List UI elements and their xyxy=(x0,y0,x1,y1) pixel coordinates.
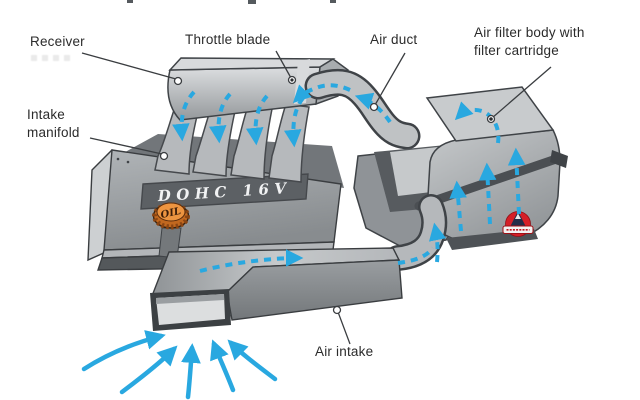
filter-up-arrow xyxy=(478,162,497,225)
leader-dot xyxy=(173,76,183,86)
airflow-dashed-arrows xyxy=(172,83,526,273)
leader-dot xyxy=(290,78,294,82)
duct-flow-arrow xyxy=(354,92,392,124)
label-intake-manifold: Intake manifold xyxy=(27,107,80,140)
filter-up-arrow xyxy=(507,147,526,215)
label-air-duct: Air duct xyxy=(370,32,418,47)
leader-dot xyxy=(489,117,493,121)
air-duct-tube xyxy=(304,68,421,150)
throttle-flow-arrow xyxy=(292,83,351,104)
duct-run-dashes xyxy=(397,246,435,265)
leader-lines xyxy=(81,50,552,345)
duct-run-arrow xyxy=(199,249,304,273)
runner-flow-arrow xyxy=(172,90,196,142)
filter-front-face xyxy=(427,129,561,245)
leader-dot xyxy=(159,151,169,161)
label-receiver: Receiver xyxy=(30,34,85,49)
label-air-filter-body: Air filter body with filter cartridge xyxy=(474,25,585,58)
intake-duct-front-face xyxy=(226,259,403,321)
runner-flow-arrow xyxy=(245,94,269,146)
label-throttle-blade: Throttle blade xyxy=(185,32,271,47)
cropped-text-artifact xyxy=(127,0,336,4)
oil-cap-label: OIL xyxy=(160,206,182,221)
watermark-remnant xyxy=(31,55,73,61)
leader-dot xyxy=(332,305,342,315)
runner-flow-arrow xyxy=(208,92,232,144)
lid-flow-arrow xyxy=(454,101,501,144)
brand-logo xyxy=(502,211,534,237)
bend-up-arrow xyxy=(428,222,447,263)
leader-dot xyxy=(369,102,379,112)
label-air-intake: Air intake xyxy=(315,344,374,359)
incoming-air-arrows xyxy=(81,330,278,400)
